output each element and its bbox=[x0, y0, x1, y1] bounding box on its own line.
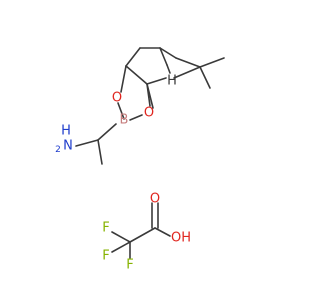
bond-cme2-me1 bbox=[199, 57, 225, 68]
chemical-structure-canvas: N H 2 B O O H O OH F F F bbox=[55, 47, 225, 273]
fluorine-atom-label-1: F bbox=[102, 221, 109, 236]
n-label-bg bbox=[61, 138, 75, 152]
bond-c2-ch bbox=[146, 77, 167, 85]
fluorine-atom-label-2: F bbox=[102, 249, 109, 264]
bond-b-o2 bbox=[129, 114, 143, 121]
trifluoroacetic-acid-molecule: O OH F F F bbox=[102, 192, 191, 273]
fluorine-atom-label-3: F bbox=[126, 258, 133, 273]
bond-c-methyl bbox=[97, 139, 103, 165]
bond-bridge-cme2 bbox=[175, 57, 201, 68]
amine-hydrogen-label: H bbox=[61, 124, 71, 139]
oxygen-atom-label-1: O bbox=[112, 91, 122, 106]
boronic-ester-molecule: N H 2 B O O H bbox=[55, 47, 225, 165]
bond-c-f1 bbox=[111, 231, 131, 243]
amine-h2-subscript: 2 bbox=[55, 145, 61, 155]
bond-ch-cme2 bbox=[173, 66, 201, 79]
oxygen-atom-label-2: O bbox=[144, 106, 154, 121]
bond-bridgehead-bridge bbox=[159, 47, 177, 59]
bond-c-f2 bbox=[111, 241, 131, 253]
boron-atom-label: B bbox=[120, 113, 129, 128]
bond-cme2-me2 bbox=[199, 66, 211, 89]
bond-b-o1 bbox=[117, 102, 125, 120]
bond-o1-c1 bbox=[120, 65, 127, 93]
carbonyl-oxygen-label: O bbox=[150, 192, 160, 207]
hydroxyl-label: OH bbox=[171, 231, 191, 246]
bond-c1-ch2 bbox=[125, 47, 141, 67]
bond-c-oh bbox=[154, 227, 171, 237]
bond-ch-bridgehead bbox=[166, 64, 171, 74]
bridge-hydrogen-label: H bbox=[167, 74, 177, 89]
bond-n-c bbox=[75, 139, 99, 147]
nitrogen-atom-label: N bbox=[63, 139, 73, 154]
bond-bridgehead-cme2 bbox=[159, 47, 168, 66]
bond-c2-methyl bbox=[146, 83, 154, 109]
bond-cf3-ccooh bbox=[129, 227, 156, 243]
bond-c1-c2 bbox=[125, 65, 148, 85]
bond-c-b bbox=[97, 123, 117, 141]
